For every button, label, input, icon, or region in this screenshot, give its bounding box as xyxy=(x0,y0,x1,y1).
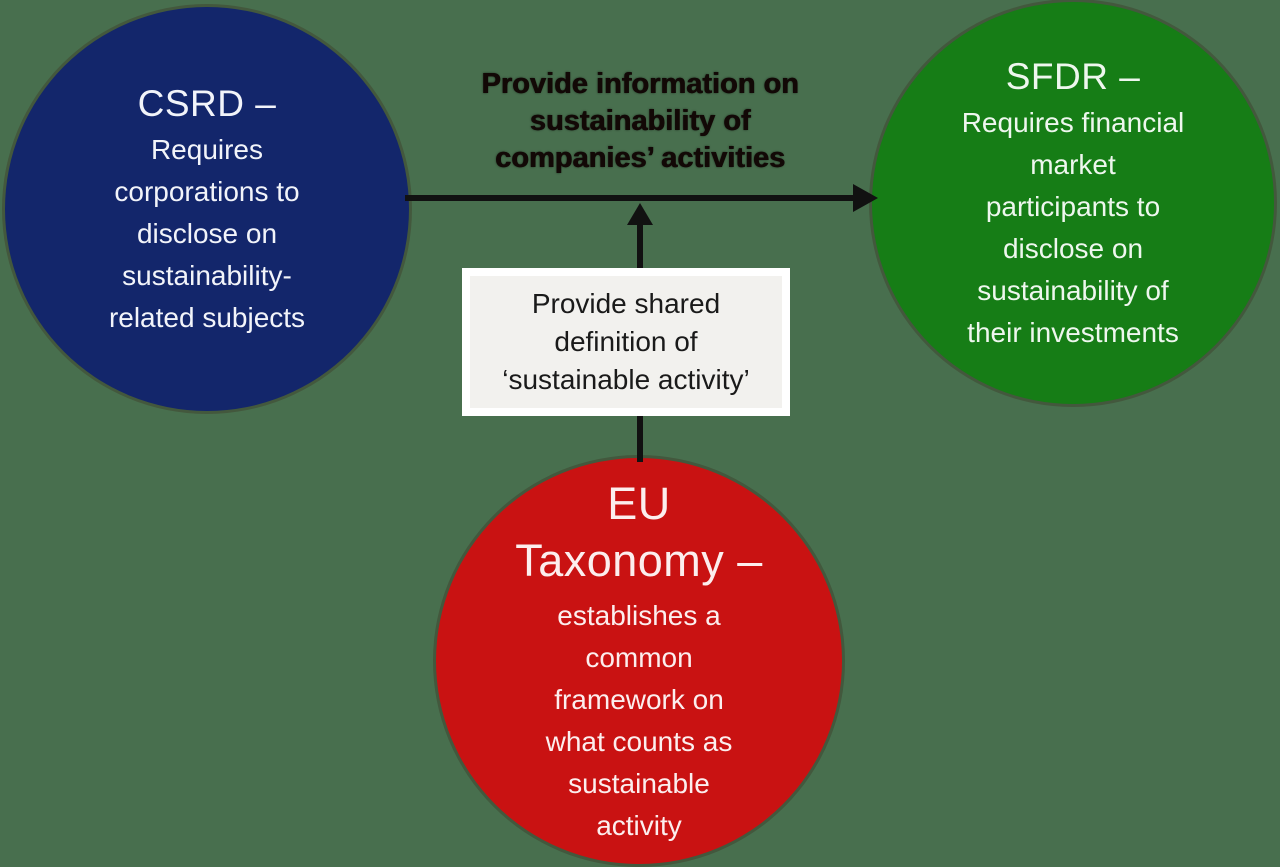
sfdr-body: Requires financial market participants t… xyxy=(961,107,1185,348)
arrowhead-up-icon xyxy=(627,203,653,225)
horizontal-arrow-label: Provide information on sustainability of… xyxy=(481,68,799,174)
shared-definition-text: Provide shared definition of ‘sustainabl… xyxy=(502,288,750,395)
eu-taxonomy-circle: EU Taxonomy – establishes a common frame… xyxy=(436,458,842,864)
csrd-title: CSRD – xyxy=(137,83,277,124)
eu-taxonomy-body: establishes a common framework on what c… xyxy=(545,600,733,841)
horizontal-arrow-line xyxy=(405,195,855,201)
shared-definition-box: Provide shared definition of ‘sustainabl… xyxy=(462,268,790,416)
csrd-circle: CSRD – Requires corporations to disclose… xyxy=(5,7,409,411)
vertical-arrow-line xyxy=(637,222,643,270)
sfdr-title: SFDR – xyxy=(1005,56,1141,97)
sfdr-circle: SFDR – Requires financial market partici… xyxy=(872,2,1274,404)
eu-taxonomy-title: EU Taxonomy – xyxy=(515,478,763,586)
taxonomy-connector-line xyxy=(637,414,643,462)
arrowhead-right-icon xyxy=(853,184,878,212)
csrd-body: Requires corporations to disclose on sus… xyxy=(108,134,306,333)
